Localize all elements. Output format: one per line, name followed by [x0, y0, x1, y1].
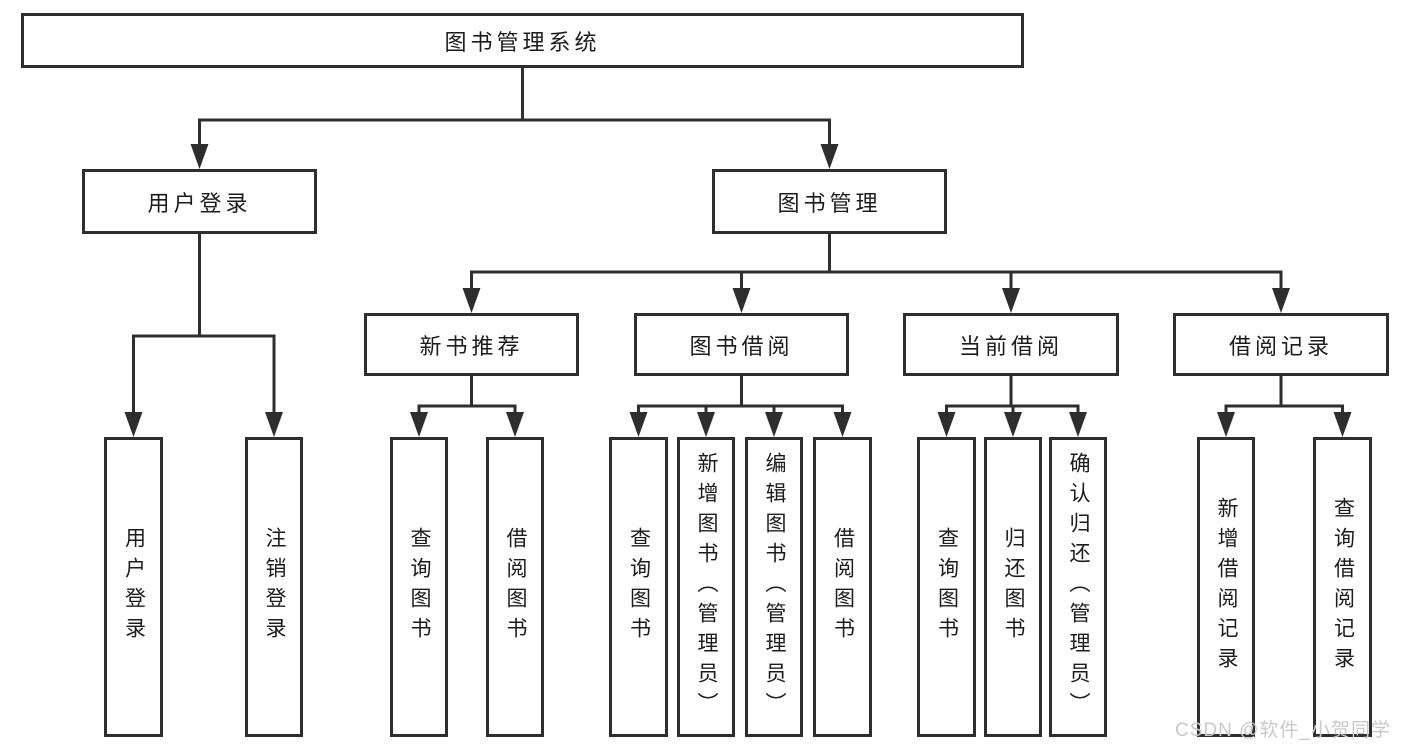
node-label: 用户登录 — [122, 527, 146, 647]
arrowhead-icon — [629, 412, 648, 437]
arrowhead-icon — [124, 412, 143, 437]
arrowhead-icon — [1004, 412, 1022, 437]
node-root: 图书管理系统 — [21, 13, 1024, 68]
node-label: 新增借阅记录 — [1215, 497, 1238, 677]
node-label: 当前借阅 — [958, 333, 1063, 359]
node-borrow-record: 借阅记录 — [1173, 313, 1389, 376]
node-leaf-cur-return: 归还图书 — [984, 437, 1042, 737]
node-leaf-bor-add: 新增图书（管理员） — [677, 437, 735, 737]
node-label: 用户登录 — [147, 190, 252, 216]
node-label: 借阅图书 — [831, 527, 855, 647]
node-label: 查询图书 — [935, 527, 959, 647]
arrowhead-icon — [410, 412, 428, 437]
arrowhead-icon — [732, 288, 751, 313]
node-current-borrow: 当前借阅 — [903, 313, 1119, 376]
node-user-login: 用户登录 — [82, 169, 317, 234]
arrowhead-icon — [1002, 288, 1020, 313]
arrowhead-icon — [1333, 412, 1352, 437]
arrowhead-icon — [190, 144, 209, 169]
node-leaf-cur-confirm: 确认归还（管理员） — [1049, 437, 1107, 737]
node-leaf-cur-query: 查询图书 — [917, 437, 976, 737]
node-leaf-rec-query: 查询借阅记录 — [1313, 437, 1372, 737]
node-leaf-logout: 注销登录 — [245, 437, 303, 737]
node-label: 图书管理 — [777, 190, 882, 216]
node-label: 图书借阅 — [689, 333, 794, 359]
node-label: 归还图书 — [1002, 527, 1025, 647]
node-label: 图书管理系统 — [444, 29, 601, 55]
node-label: 新书推荐 — [419, 333, 524, 359]
node-leaf-bor-edit: 编辑图书（管理员） — [745, 437, 803, 737]
node-leaf-new-borrow: 借阅图书 — [486, 437, 544, 737]
node-leaf-new-query: 查询图书 — [390, 437, 448, 737]
node-book-mgmt: 图书管理 — [712, 169, 947, 234]
arrowhead-icon — [506, 412, 524, 437]
node-label: 查询图书 — [408, 527, 431, 647]
node-label: 编辑图书（管理员） — [763, 452, 786, 722]
node-leaf-bor-borrow: 借阅图书 — [813, 437, 872, 737]
node-label: 查询图书 — [627, 527, 651, 647]
arrowhead-icon — [1272, 288, 1290, 313]
arrowhead-icon — [833, 412, 852, 437]
arrowhead-icon — [937, 412, 956, 437]
node-book-borrow: 图书借阅 — [634, 313, 849, 376]
node-label: 借阅图书 — [504, 527, 527, 647]
node-new-book-rec: 新书推荐 — [364, 313, 579, 376]
arrowhead-icon — [1217, 412, 1235, 437]
arrowhead-icon — [1069, 412, 1087, 437]
node-leaf-user-login: 用户登录 — [104, 437, 163, 737]
watermark-text: CSDN @软件_小贺同学 — [1175, 720, 1391, 741]
node-label: 确认归还（管理员） — [1067, 452, 1090, 722]
node-label: 注销登录 — [263, 527, 286, 647]
arrowhead-icon — [462, 288, 481, 313]
node-label: 新增图书（管理员） — [695, 452, 718, 722]
node-leaf-rec-add: 新增借阅记录 — [1197, 437, 1255, 737]
arrowhead-icon — [265, 412, 283, 437]
node-label: 借阅记录 — [1228, 333, 1333, 359]
arrowhead-icon — [820, 144, 839, 169]
node-leaf-bor-query: 查询图书 — [609, 437, 668, 737]
arrowhead-icon — [697, 412, 715, 437]
node-label: 查询借阅记录 — [1331, 497, 1355, 677]
arrowhead-icon — [765, 412, 783, 437]
